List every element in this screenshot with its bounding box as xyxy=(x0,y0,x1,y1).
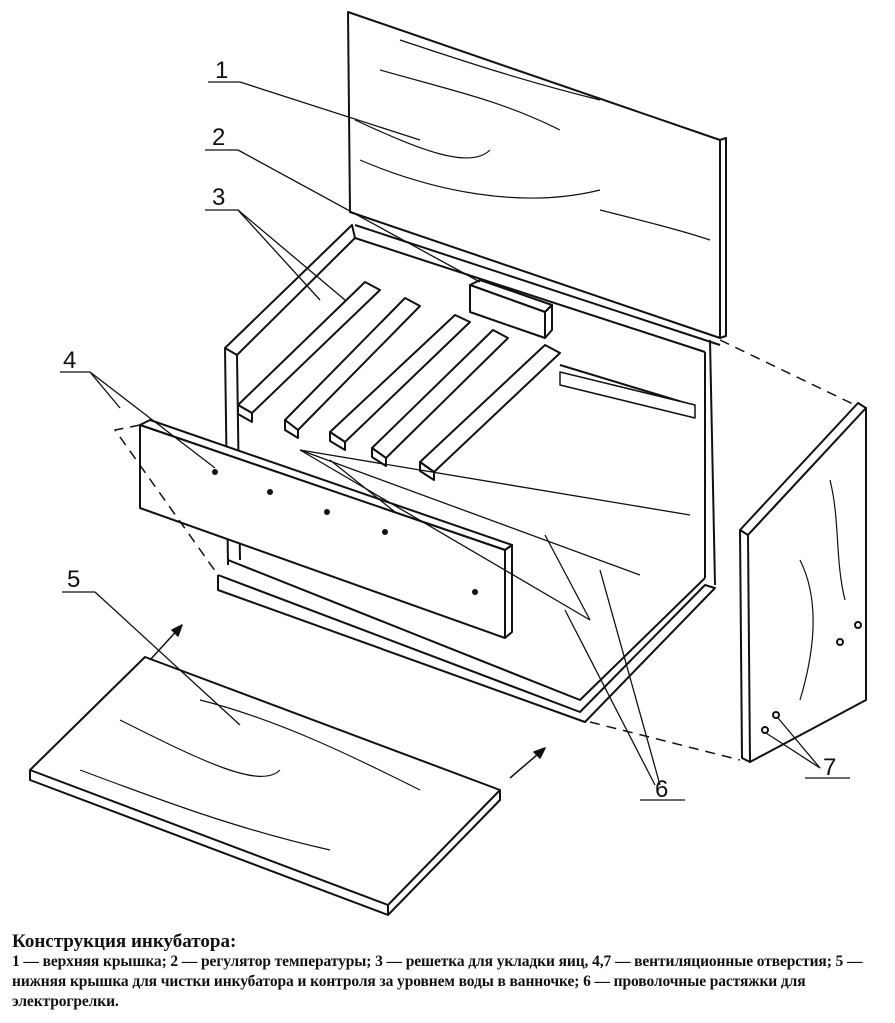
caption-text: 1 — верхняя крышка; 2 — регулятор темпер… xyxy=(12,953,863,1010)
label-1: 1 xyxy=(215,57,228,84)
figure-caption: Конструкция инкубатора: 1 — верхняя крыш… xyxy=(12,932,882,1012)
incubator-exploded-drawing: 1 2 3 4 5 6 7 xyxy=(29,11,867,916)
arrows xyxy=(149,624,546,779)
egg-grate xyxy=(237,281,561,481)
label-2: 2 xyxy=(212,124,225,151)
caption-title: Конструкция инкубатора: xyxy=(12,931,237,952)
label-6: 6 xyxy=(655,776,668,803)
temperature-regulator xyxy=(469,279,553,339)
bottom-lid xyxy=(29,656,501,916)
heater-wires xyxy=(299,449,691,621)
label-7: 7 xyxy=(823,754,836,781)
label-3: 3 xyxy=(212,184,225,211)
dashed-outline xyxy=(114,339,856,761)
callouts xyxy=(60,81,850,801)
label-4: 4 xyxy=(63,347,76,374)
incubator-box xyxy=(217,224,721,723)
top-lid xyxy=(347,11,727,339)
label-5: 5 xyxy=(67,566,80,593)
side-panel xyxy=(739,402,867,763)
front-panel xyxy=(139,419,513,639)
